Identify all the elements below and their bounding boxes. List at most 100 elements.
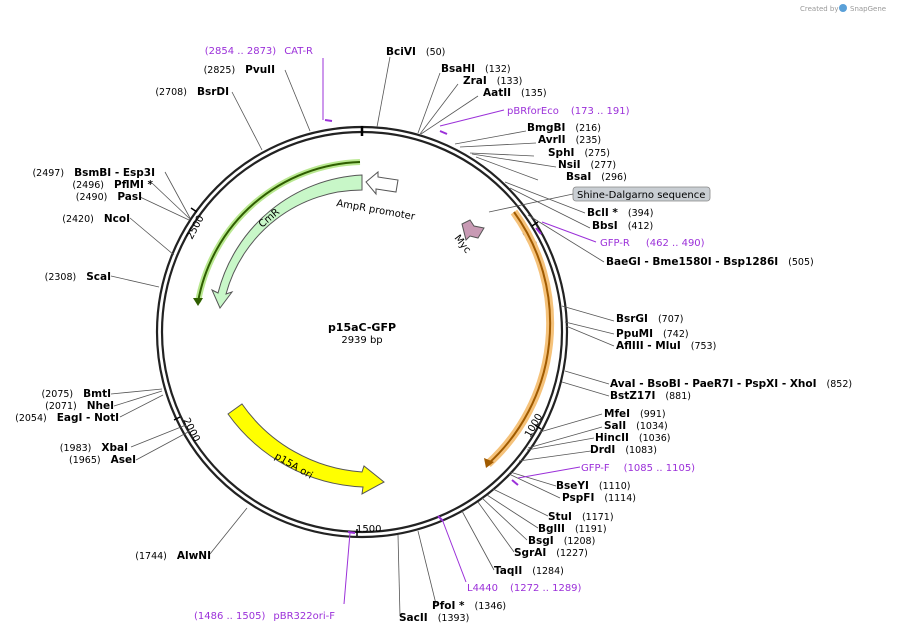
primer-name: GFP-F (581, 463, 610, 474)
enzyme-pos: (2496) (72, 180, 104, 191)
svg-text:(1965)AseI: (1965)AseI (69, 454, 136, 466)
enzyme-name: BglII (538, 523, 565, 535)
enzyme-pos: (881) (665, 391, 691, 402)
enzyme-name: BsrGI (616, 313, 648, 325)
svg-text:(2420)NcoI: (2420)NcoI (62, 213, 130, 225)
enzyme-pos: (133) (497, 76, 523, 87)
enzyme-name: BsgI (528, 535, 554, 547)
svg-text:SphI(275): SphI (275) (548, 147, 610, 159)
tick-2500-mark (190, 207, 198, 213)
primer-labels: (2854 .. 2873) CAT-R pBRforEco (173 .. 191… (194, 46, 705, 622)
enzyme-name: EagI - NotI (57, 412, 119, 424)
svg-text:ZraI(133): ZraI (133) (463, 75, 522, 87)
enzyme-pos: (1983) (60, 443, 92, 454)
enzyme-pos: (1965) (69, 455, 101, 466)
primer-markers (322, 58, 597, 605)
tick-marks (173, 207, 542, 536)
enzyme-pos: (2825) (204, 65, 236, 76)
shine-dalgarno-leader (488, 193, 574, 213)
enzyme-pos: (2490) (76, 192, 108, 203)
leader-lines (110, 56, 615, 617)
enzyme-name: AflIII - MluI (616, 340, 681, 352)
enzyme-pos: (235) (576, 135, 602, 146)
ampr-promoter-arrow (365, 170, 399, 196)
svg-text:BsrGI(707): BsrGI (707) (616, 313, 684, 325)
enzyme-name: PspFI (562, 492, 594, 504)
svg-text:(2854 .. 2873)CAT-R: (2854 .. 2873) CAT-R (205, 46, 313, 57)
svg-text:AvrII(235): AvrII (235) (538, 134, 601, 146)
tick-2000-mark (173, 416, 181, 421)
enzyme-pos: (1171) (582, 512, 614, 523)
primer-name: CAT-R (284, 46, 313, 57)
primer-range: (173 .. 191) (571, 106, 630, 117)
enzyme-name: SacII (399, 612, 428, 624)
enzyme-pos: (50) (426, 47, 446, 58)
primer-range: (2854 .. 2873) (205, 46, 277, 57)
svg-text:NsiI(277): NsiI(277) (558, 159, 616, 171)
primer-name: pBR322ori-F (273, 611, 335, 622)
enzyme-pos: (2708) (155, 87, 187, 98)
svg-text:BclI *(394): BclI *(394) (587, 207, 653, 219)
snapgene-logo-icon (839, 4, 847, 12)
enzyme-pos: (135) (521, 88, 547, 99)
enzyme-pos: (1036) (639, 433, 671, 444)
enzyme-name: DrdI (590, 444, 615, 456)
gfp-arc (487, 211, 552, 465)
enzyme-name: PflMI * (114, 179, 153, 191)
enzyme-name: ZraI (463, 75, 487, 87)
enzyme-name: AvaI - BsoBI - PaeR7I - PspXI - XhoI (610, 378, 817, 390)
enzyme-name: ScaI (86, 271, 111, 283)
primer-name: pBRforEco (507, 106, 559, 117)
cat-arc (197, 161, 361, 303)
plasmid-name: p15aC-GFP (328, 321, 396, 334)
p15a-ori-arrow (227, 403, 385, 495)
enzyme-pos: (1034) (636, 421, 668, 432)
svg-text:(2497)BsmBI - Esp3I: (2497)BsmBI - Esp3I (32, 167, 155, 179)
enzyme-name: NsiI (558, 159, 581, 171)
enzyme-name: AvrII (538, 134, 566, 146)
gfp-arrowhead (484, 458, 494, 468)
enzyme-name: BaeGI - Bme1580I - Bsp1286I (606, 256, 778, 268)
enzyme-name: BstZ17I (610, 390, 655, 402)
tick-2500: 2500 (185, 214, 207, 242)
primer-range: (1085 .. 1105) (624, 463, 696, 474)
ampr-promoter-label: AmpR promoter (335, 198, 416, 223)
enzyme-name: SphI (548, 147, 574, 159)
tick-500-mark (531, 221, 539, 227)
enzyme-pos: (216) (575, 123, 601, 134)
enzyme-pos: (742) (663, 329, 689, 340)
enzyme-name: PpuMI (616, 328, 653, 340)
svg-text:BstZ17I(881): BstZ17I (881) (610, 390, 691, 402)
enzyme-pos: (1346) (475, 601, 507, 612)
svg-text:GFP-R(462 .. 490): GFP-R(462 .. 490) (600, 238, 705, 249)
enzyme-pos: (1208) (564, 536, 596, 547)
svg-text:SgrAI(1227): SgrAI(1227) (514, 547, 588, 559)
enzyme-pos: (707) (658, 314, 684, 325)
svg-text:SalI(1034): SalI(1034) (604, 420, 668, 432)
cmr-arrow (210, 174, 363, 309)
svg-text:BsaI(296): BsaI(296) (566, 171, 627, 183)
enzyme-name: StuI (548, 511, 572, 523)
enzyme-pos: (1191) (575, 524, 607, 535)
enzyme-name: BsaI (566, 171, 591, 183)
enzyme-pos: (2071) (45, 401, 77, 412)
tick-1500: 1500 (356, 524, 381, 535)
svg-text:(1983)XbaI: (1983)XbaI (60, 442, 128, 454)
tick-2000: 2000 (180, 416, 201, 444)
svg-text:AflIII - MluI(753): AflIII - MluI(753) (616, 340, 716, 352)
tick-1000-mark (534, 424, 542, 430)
enzyme-name: HincII (595, 432, 629, 444)
svg-text:GFP-F(1085 .. 1105): GFP-F (1085 .. 1105) (581, 463, 695, 474)
enzyme-pos: (275) (584, 148, 610, 159)
svg-text:PspFI(1114): PspFI(1114) (562, 492, 636, 504)
enzyme-labels: BciVI(50) BsaHI(132) ZraI(133) AatII(135… (15, 46, 852, 624)
enzyme-name: SgrAI (514, 547, 546, 559)
svg-text:SacII(1393): SacII(1393) (399, 612, 469, 624)
enzyme-name: BmgBI (527, 122, 565, 134)
svg-text:(2825)PvuII: (2825)PvuII (204, 64, 275, 76)
svg-text:HincII(1036): HincII (1036) (595, 432, 671, 444)
svg-text:BaeGI - Bme1580I - Bsp1286I(50: BaeGI - Bme1580I - Bsp1286I(505) (606, 256, 814, 268)
primer-range: (462 .. 490) (646, 238, 705, 249)
svg-text:DrdI(1083): DrdI(1083) (590, 444, 657, 456)
